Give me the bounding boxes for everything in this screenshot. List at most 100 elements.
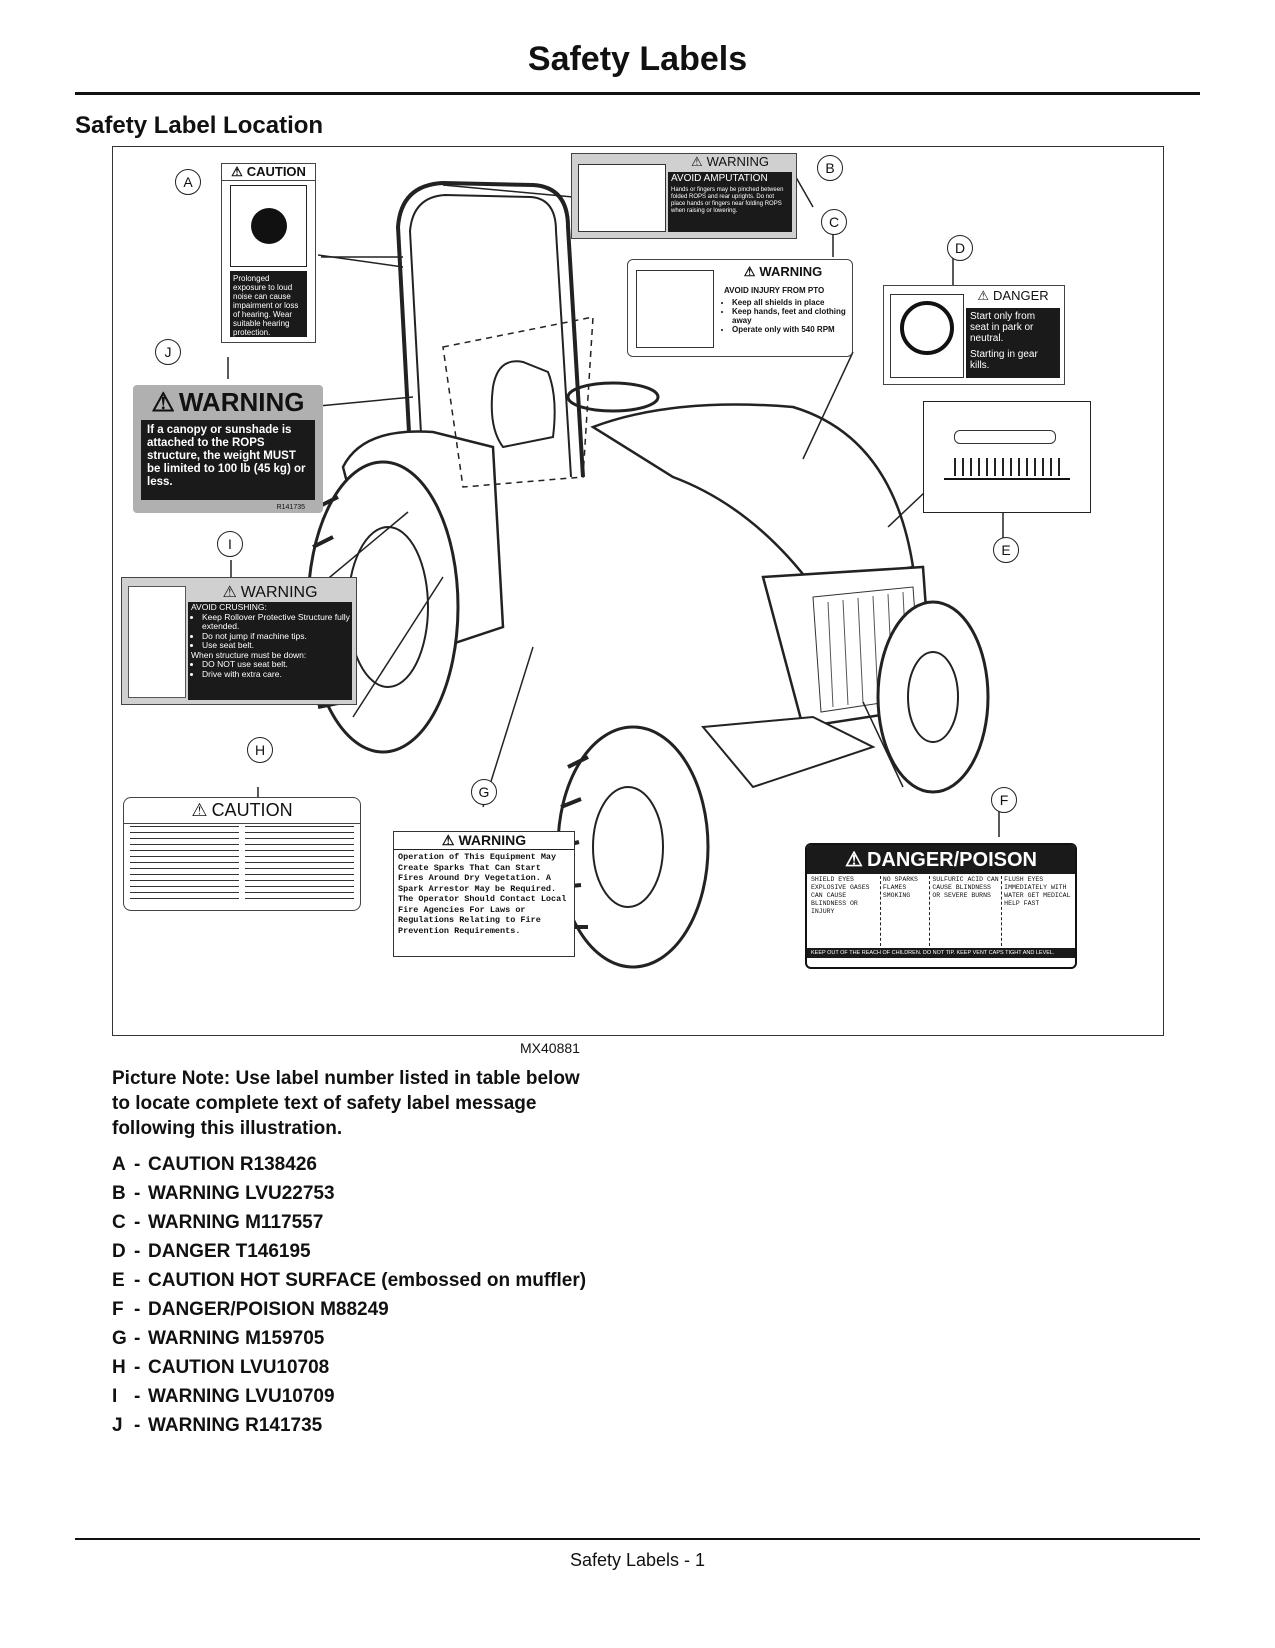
label-f-col2: NO SPARKS FLAMES SMOKING	[881, 876, 931, 946]
label-f-col3: SULFURIC ACID CAN CAUSE BLINDNESS OR SEV…	[930, 876, 1003, 946]
callout-a: A	[175, 169, 201, 195]
tractor-illustration: ⚠CAUTION Prolonged exposure to loud nois…	[112, 146, 1164, 1036]
label-f-header: ⚠DANGER/POISON	[807, 845, 1075, 874]
legend-letter: A	[112, 1154, 126, 1175]
page-footer: Safety Labels - 1	[569, 1550, 706, 1570]
pto-icon	[636, 270, 714, 348]
legend-text: CAUTION HOT SURFACE (embossed on muffler…	[148, 1270, 587, 1291]
callout-f: F	[991, 787, 1017, 813]
label-f-body: SHIELD EYES EXPLOSIVE GASES CAN CAUSE BL…	[807, 874, 1075, 948]
warning-triangle-icon: ⚠	[690, 154, 703, 169]
callout-g: G	[471, 779, 497, 805]
legend-text: DANGER T146195	[148, 1241, 311, 1262]
legend-item: A-CAUTION R138426	[112, 1152, 632, 1177]
warning-triangle-icon: ⚠	[845, 849, 863, 871]
legend-item: G-WARNING M159705	[112, 1326, 632, 1351]
legend-item: C-WARNING M117557	[112, 1210, 632, 1235]
callout-h: H	[247, 737, 273, 763]
legend-letter: B	[112, 1183, 126, 1204]
label-j-text: If a canopy or sunshade is attached to t…	[141, 420, 315, 500]
label-b-header: ⚠WARNING	[690, 154, 769, 169]
legend-text: WARNING LVU10709	[148, 1386, 335, 1407]
legend-letter: H	[112, 1357, 126, 1378]
legend-text: WARNING M159705	[148, 1328, 325, 1349]
legend-text: CAUTION LVU10708	[148, 1357, 330, 1378]
crush-icon	[128, 586, 186, 698]
label-c-bullet: Keep hands, feet and clothing away	[732, 307, 852, 325]
label-c-bullet: Operate only with 540 RPM	[732, 325, 852, 334]
legend-item: E-CAUTION HOT SURFACE (embossed on muffl…	[112, 1268, 632, 1293]
page-title: Safety Labels	[527, 40, 748, 78]
legend-item: B-WARNING LVU22753	[112, 1181, 632, 1206]
pinch-point-icon	[578, 164, 666, 232]
legend-item: D-DANGER T146195	[112, 1239, 632, 1264]
label-f-danger-poison: ⚠DANGER/POISON SHIELD EYES EXPLOSIVE GAS…	[805, 843, 1077, 969]
callout-j: J	[155, 339, 181, 365]
label-legend: A-CAUTION R138426 B-WARNING LVU22753 C-W…	[112, 1152, 632, 1442]
label-b-sub: AVOID AMPUTATION	[671, 173, 768, 184]
label-b-warning: ⚠WARNING AVOID AMPUTATION Hands or finge…	[571, 153, 797, 239]
legend-item: J-WARNING R141735	[112, 1413, 632, 1438]
footer-rule	[75, 1538, 1200, 1540]
label-g-text: Operation of This Equipment May Create S…	[398, 852, 567, 936]
no-start-icon	[890, 294, 964, 378]
figure-code: MX40881	[520, 1040, 580, 1056]
legend-letter: D	[112, 1241, 126, 1262]
label-c-bullet: Keep all shields in place	[732, 298, 852, 307]
label-j-code: R141735	[276, 504, 305, 511]
label-i-header: ⚠WARNING	[222, 584, 318, 601]
callout-d: D	[947, 235, 973, 261]
legend-text: WARNING R141735	[148, 1415, 323, 1436]
legend-letter: I	[112, 1386, 118, 1407]
warning-triangle-icon: ⚠	[191, 800, 208, 820]
label-f-col1: SHIELD EYES EXPLOSIVE GASES CAN CAUSE BL…	[811, 876, 881, 946]
warning-triangle-icon: ⚠	[977, 288, 990, 303]
label-h-caution: ⚠CAUTION	[123, 797, 361, 911]
label-c-sub: AVOID INJURY FROM PTO	[724, 286, 825, 295]
callout-c: C	[821, 209, 847, 235]
callout-e: E	[993, 537, 1019, 563]
warning-triangle-icon: ⚠	[151, 387, 175, 417]
label-j-warning: ⚠WARNING If a canopy or sunshade is atta…	[133, 385, 323, 513]
label-i-bullet: Keep Rollover Protective Structure fully…	[202, 612, 352, 632]
warning-triangle-icon: ⚠	[222, 584, 237, 601]
label-i-mid: When structure must be down:	[191, 649, 307, 660]
legend-letter: J	[112, 1415, 123, 1436]
label-c-warning: ⚠WARNING AVOID INJURY FROM PTO Keep all …	[627, 259, 853, 357]
warning-triangle-icon: ⚠	[743, 264, 756, 279]
label-e-hot-surface	[923, 401, 1091, 513]
label-i-bullet: Do not jump if machine tips.	[202, 631, 352, 642]
label-g-warning: ⚠WARNING Operation of This Equipment May…	[393, 831, 575, 957]
label-i-body: AVOID CRUSHING: Keep Rollover Protective…	[188, 602, 352, 700]
label-d-text1: Start only from seat in park or neutral.	[970, 311, 1036, 344]
header-rule	[75, 92, 1200, 95]
legend-text: WARNING M117557	[148, 1212, 324, 1233]
legend-item: I-WARNING LVU10709	[112, 1384, 632, 1409]
label-j-header: ⚠WARNING	[151, 387, 305, 417]
label-i-bullet: Drive with extra care.	[202, 669, 352, 680]
label-i-warning: ⚠WARNING AVOID CRUSHING: Keep Rollover P…	[121, 577, 357, 705]
label-i-sub: AVOID CRUSHING:	[191, 602, 267, 612]
section-title: Safety Label Location	[75, 112, 324, 139]
legend-letter: E	[112, 1270, 125, 1291]
warning-triangle-icon: ⚠	[231, 164, 243, 179]
label-c-header: ⚠WARNING	[743, 264, 823, 279]
label-f-footer: KEEP OUT OF THE REACH OF CHILDREN. DO NO…	[807, 948, 1075, 958]
label-b-body: AVOID AMPUTATION Hands or fingers may be…	[668, 172, 792, 232]
warning-triangle-icon: ⚠	[441, 832, 455, 848]
label-d-header: ⚠DANGER	[977, 288, 1049, 303]
legend-text: WARNING LVU22753	[148, 1183, 335, 1204]
label-f-col4: FLUSH EYES IMMEDIATELY WITH WATER GET ME…	[1004, 876, 1071, 907]
callout-i: I	[217, 531, 243, 557]
hot-surface-icon	[944, 422, 1070, 492]
legend-letter: G	[112, 1328, 127, 1349]
label-i-bullet: Use seat belt.	[202, 640, 352, 651]
label-a-caution: ⚠CAUTION Prolonged exposure to loud nois…	[221, 163, 316, 343]
label-h-header: ⚠CAUTION	[124, 798, 360, 824]
label-b-text: Hands or fingers may be pinched between …	[671, 187, 784, 214]
label-i-bullet: DO NOT use seat belt.	[202, 659, 352, 670]
legend-item: H-CAUTION LVU10708	[112, 1355, 632, 1380]
legend-text: CAUTION R138426	[148, 1154, 317, 1175]
legend-text: DANGER/POISION M88249	[148, 1299, 389, 1320]
picture-note: Picture Note: Use label number listed in…	[112, 1068, 580, 1139]
